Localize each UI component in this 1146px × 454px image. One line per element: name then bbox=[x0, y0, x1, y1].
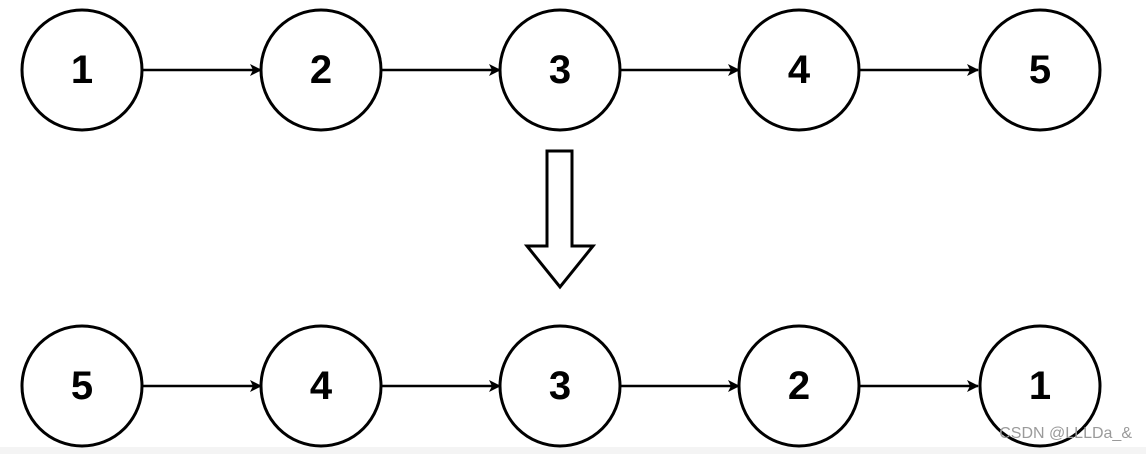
footer-bar bbox=[0, 447, 1146, 454]
node-circle bbox=[259, 8, 383, 132]
watermark-text: CSDN @LLLDa_& bbox=[999, 425, 1132, 442]
bottom-node-5: 1 bbox=[978, 324, 1102, 448]
node-circle bbox=[737, 8, 861, 132]
node-circle bbox=[498, 8, 622, 132]
bottom-node-3: 3 bbox=[498, 324, 622, 448]
node-label: 4 bbox=[310, 364, 333, 408]
bottom-node-4: 2 bbox=[737, 324, 861, 448]
node-label: 1 bbox=[71, 48, 93, 92]
node-circle bbox=[978, 8, 1102, 132]
top-node-4: 4 bbox=[737, 8, 861, 132]
node-circle bbox=[737, 324, 861, 448]
top-node-5: 5 bbox=[978, 8, 1102, 132]
node-label: 5 bbox=[71, 364, 93, 408]
node-circle bbox=[259, 324, 383, 448]
top-node-3: 3 bbox=[498, 8, 622, 132]
node-label: 5 bbox=[1029, 48, 1051, 92]
node-circle bbox=[20, 8, 144, 132]
node-label: 3 bbox=[549, 364, 571, 408]
top-node-2: 2 bbox=[259, 8, 383, 132]
node-label: 2 bbox=[310, 48, 332, 92]
node-circle bbox=[20, 324, 144, 448]
node-label: 2 bbox=[788, 364, 810, 408]
node-label: 4 bbox=[788, 48, 811, 92]
top-node-1: 1 bbox=[20, 8, 144, 132]
bottom-node-1: 5 bbox=[20, 324, 144, 448]
node-circle bbox=[498, 324, 622, 448]
node-label: 1 bbox=[1029, 364, 1051, 408]
transform-down-arrow-icon bbox=[523, 149, 597, 290]
bottom-node-2: 4 bbox=[259, 324, 383, 448]
node-circle bbox=[978, 324, 1102, 448]
node-label: 3 bbox=[549, 48, 571, 92]
